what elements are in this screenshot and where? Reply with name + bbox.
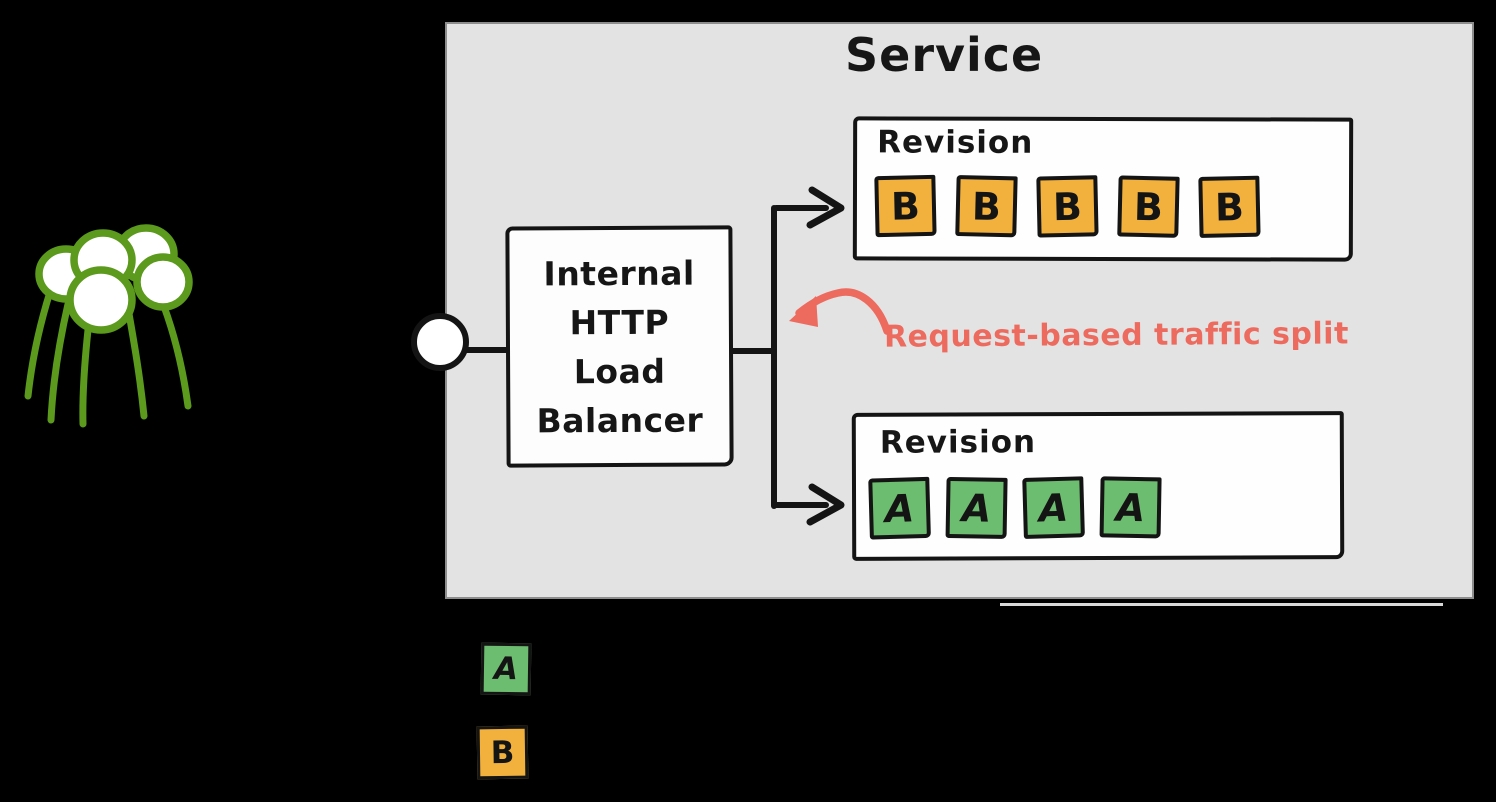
- container-instance-a: A: [945, 476, 1008, 539]
- load-balancer-node: Internal HTTP Load Balancer: [505, 225, 734, 468]
- container-instance-a: A: [1099, 476, 1162, 539]
- container-instance-b: B: [874, 174, 937, 238]
- container-instance-b: B: [955, 174, 1018, 238]
- sketch-stroke-artifact: [1000, 603, 1443, 606]
- load-balancer-label-line: Internal: [543, 253, 695, 293]
- legend-square-a: A: [480, 642, 532, 696]
- revision-label: Revision: [879, 424, 1037, 461]
- ingress-endpoint-circle: [411, 313, 469, 371]
- traffic-split-annotation: Request-based traffic split: [883, 316, 1349, 355]
- load-balancer-label-line: Load: [573, 351, 666, 391]
- container-instance-b: B: [1198, 175, 1261, 238]
- load-balancer-label-line: Balancer: [536, 400, 704, 440]
- container-instance-a: A: [1022, 476, 1085, 539]
- container-instance-b: B: [1117, 175, 1180, 238]
- service-title: Service: [845, 28, 1044, 82]
- users-crowd-icon: [24, 224, 193, 428]
- legend-square-b: B: [476, 725, 529, 780]
- container-instance-a: A: [868, 476, 931, 540]
- revision-label: Revision: [877, 124, 1034, 161]
- load-balancer-label-line: HTTP: [569, 302, 670, 342]
- container-instance-b: B: [1036, 175, 1099, 238]
